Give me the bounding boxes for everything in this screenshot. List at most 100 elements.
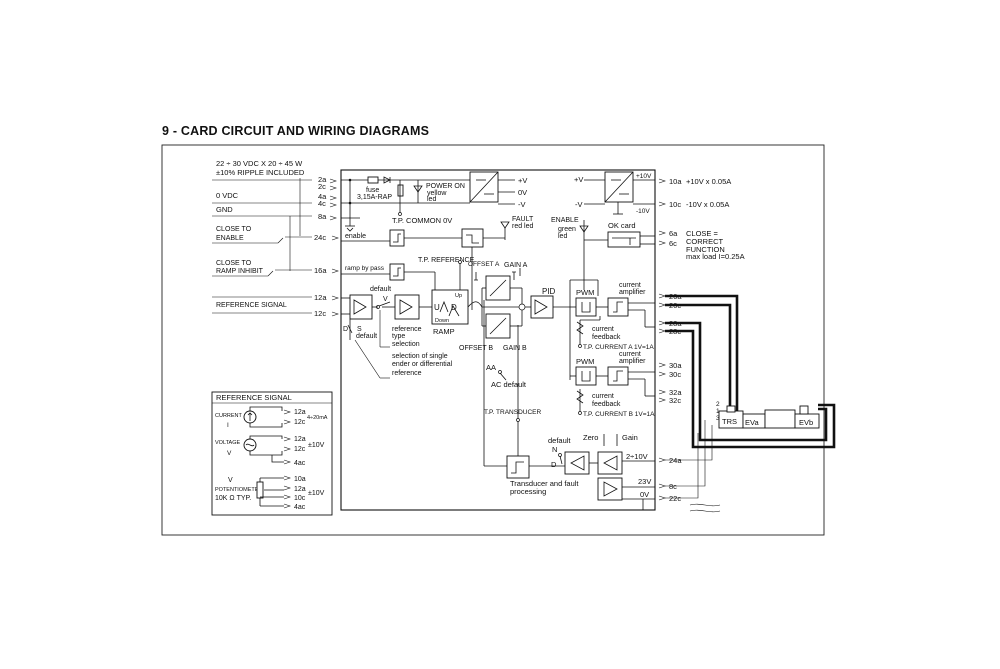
pin-12c: 12c xyxy=(314,309,326,318)
pot-pin-10c: 10c xyxy=(294,495,306,502)
fault-led: FAULT red led xyxy=(500,216,534,240)
card-outline xyxy=(340,169,656,511)
ref-minus-v: -V xyxy=(575,200,583,209)
enable-label: enable xyxy=(345,233,366,240)
tp-reference: T.P. REFERENCE xyxy=(418,257,475,264)
left-input-wires xyxy=(212,178,312,314)
main-zero-v: 0V xyxy=(518,188,527,197)
dcdc-converter-reference: +V -V +10V -10V xyxy=(574,171,655,215)
valve-wiring xyxy=(665,294,836,513)
pot-pin-12a: 12a xyxy=(294,486,306,493)
label-close-enable-2: ENABLE xyxy=(216,235,244,242)
trans-range: 2÷10V xyxy=(626,452,648,461)
tp-common: T.P. COMMON 0V xyxy=(392,216,452,225)
right-pins: 10a 10c 6a 6c 26a 26c 28a 28c 30a 30c 32… xyxy=(669,177,682,503)
out-10a: +10V x 0.05A xyxy=(686,177,731,186)
label-0vdc: 0 VDC xyxy=(216,191,239,200)
ref-minus-10v: -10V xyxy=(636,208,650,215)
pin-2a: 2a xyxy=(318,175,327,184)
pid-label: PID xyxy=(542,287,556,296)
pwm-b: PWM xyxy=(576,357,594,366)
valve-eva: EVa xyxy=(745,418,759,427)
trans-0v: 0V xyxy=(640,490,649,499)
close-1: CLOSE = xyxy=(686,229,719,238)
d-label: D xyxy=(343,326,348,333)
tp-transducer: T.P. TRANSDUCER xyxy=(484,409,541,416)
amp-b-2: amplifier xyxy=(619,358,646,365)
single-3: reference xyxy=(392,370,422,377)
fb-a-2: feedback xyxy=(592,334,621,341)
ref-plus-10v: +10V xyxy=(636,173,652,180)
enable-block: enable xyxy=(341,228,505,310)
voltage-pin-4ac: 4ac xyxy=(294,460,306,467)
dcdc-converter-main: +V 0V -V xyxy=(469,171,527,209)
fault-2: red led xyxy=(512,223,534,230)
fb-b-1: current xyxy=(592,393,614,400)
power-on-1: POWER ON xyxy=(426,183,465,190)
pot-label: POTENTIOMETER xyxy=(215,487,262,493)
ramp-down: Down xyxy=(435,318,449,324)
voltage-label: VOLTAGE xyxy=(215,440,240,446)
pin-4c: 4c xyxy=(318,199,326,208)
valve-trs: TRS xyxy=(722,417,737,426)
current-pin-12c: 12c xyxy=(294,419,306,426)
ramp-u: U xyxy=(434,303,440,312)
pin-4a: 4a xyxy=(318,192,327,201)
ref-type-2: type xyxy=(392,333,405,340)
reference-signal-table: REFERENCE SIGNAL CURRENT I 12a 12c 4÷20m… xyxy=(211,391,333,516)
default-bottom: default xyxy=(356,333,377,340)
ref-type-1: reference xyxy=(392,326,422,333)
current-range: 4÷20mA xyxy=(307,415,328,421)
close-3: FUNCTION xyxy=(686,245,725,254)
ok-card-label: OK card xyxy=(608,221,636,230)
trans-zero: Zero xyxy=(583,433,598,442)
supply-line-1: 22 ÷ 30 VDC X 20 ÷ 45 W xyxy=(216,159,303,168)
label-reference-signal: REFERENCE SIGNAL xyxy=(216,302,287,309)
fuse-rating: 3,15A-RAP xyxy=(357,194,392,201)
ramp-block: U D Up Down RAMP xyxy=(431,289,483,336)
proc-2: processing xyxy=(510,487,546,496)
diagram-frame xyxy=(161,144,825,536)
ramp-label: RAMP xyxy=(433,327,455,336)
ref-table-title: REFERENCE SIGNAL xyxy=(216,393,292,402)
amplifier-a: PWM current amplifier current feedback T… xyxy=(570,282,656,351)
pin-22c: 22c xyxy=(669,494,681,503)
voltage-sym: V xyxy=(227,450,232,457)
power-on-3: led xyxy=(427,196,436,203)
amp-a-1: current xyxy=(619,282,641,289)
current-pin-12a: 12a xyxy=(294,409,306,416)
close-2: CORRECT xyxy=(686,237,724,246)
amplifier-b: PWM current amplifier current feedback T… xyxy=(570,351,656,418)
pin-16a: 16a xyxy=(314,266,327,275)
pin-12a: 12a xyxy=(314,293,327,302)
left-pins: 2a 2c 4a 4c 8a 24c 16a 12a 12c xyxy=(314,175,327,318)
ac-default: AC default xyxy=(491,380,527,389)
left-pin-arrows xyxy=(329,178,339,317)
v-label: V xyxy=(383,296,388,303)
offset-a: OFFSET A xyxy=(468,261,500,268)
ok-enable: ENABLE xyxy=(551,217,579,224)
page-title: 9 - CARD CIRCUIT AND WIRING DIAGRAMS xyxy=(162,124,430,138)
trans-23v: 23V xyxy=(638,477,651,486)
valve: TRS EVa EVb 2 1 3 xyxy=(716,401,820,429)
tp-a: T.P. CURRENT A 1V=1A xyxy=(583,344,654,351)
ok-green-1: green xyxy=(558,226,576,233)
pot-pin-10a: 10a xyxy=(294,476,306,483)
label-gnd: GND xyxy=(216,205,233,214)
label-close-ramp-1: CLOSE TO xyxy=(216,260,252,267)
current-label: CURRENT xyxy=(215,413,243,419)
current-sym: I xyxy=(227,422,229,429)
pin-6c: 6c xyxy=(669,239,677,248)
amp-a-2: amplifier xyxy=(619,289,646,296)
valve-pin-1: 1 xyxy=(716,408,720,415)
offset-b: OFFSET B xyxy=(459,345,493,352)
label-close-ramp-2: RAMP INHIBIT xyxy=(216,268,264,275)
pot-typ: 10K Ω TYP. xyxy=(215,495,251,502)
pin-10c: 10c xyxy=(669,200,681,209)
power-on-2: yellow xyxy=(427,190,447,197)
pot-pin-4ac: 4ac xyxy=(294,504,306,511)
trans-default: default xyxy=(548,436,571,445)
s-label: S xyxy=(357,326,362,333)
ramp-up: Up xyxy=(455,293,462,299)
